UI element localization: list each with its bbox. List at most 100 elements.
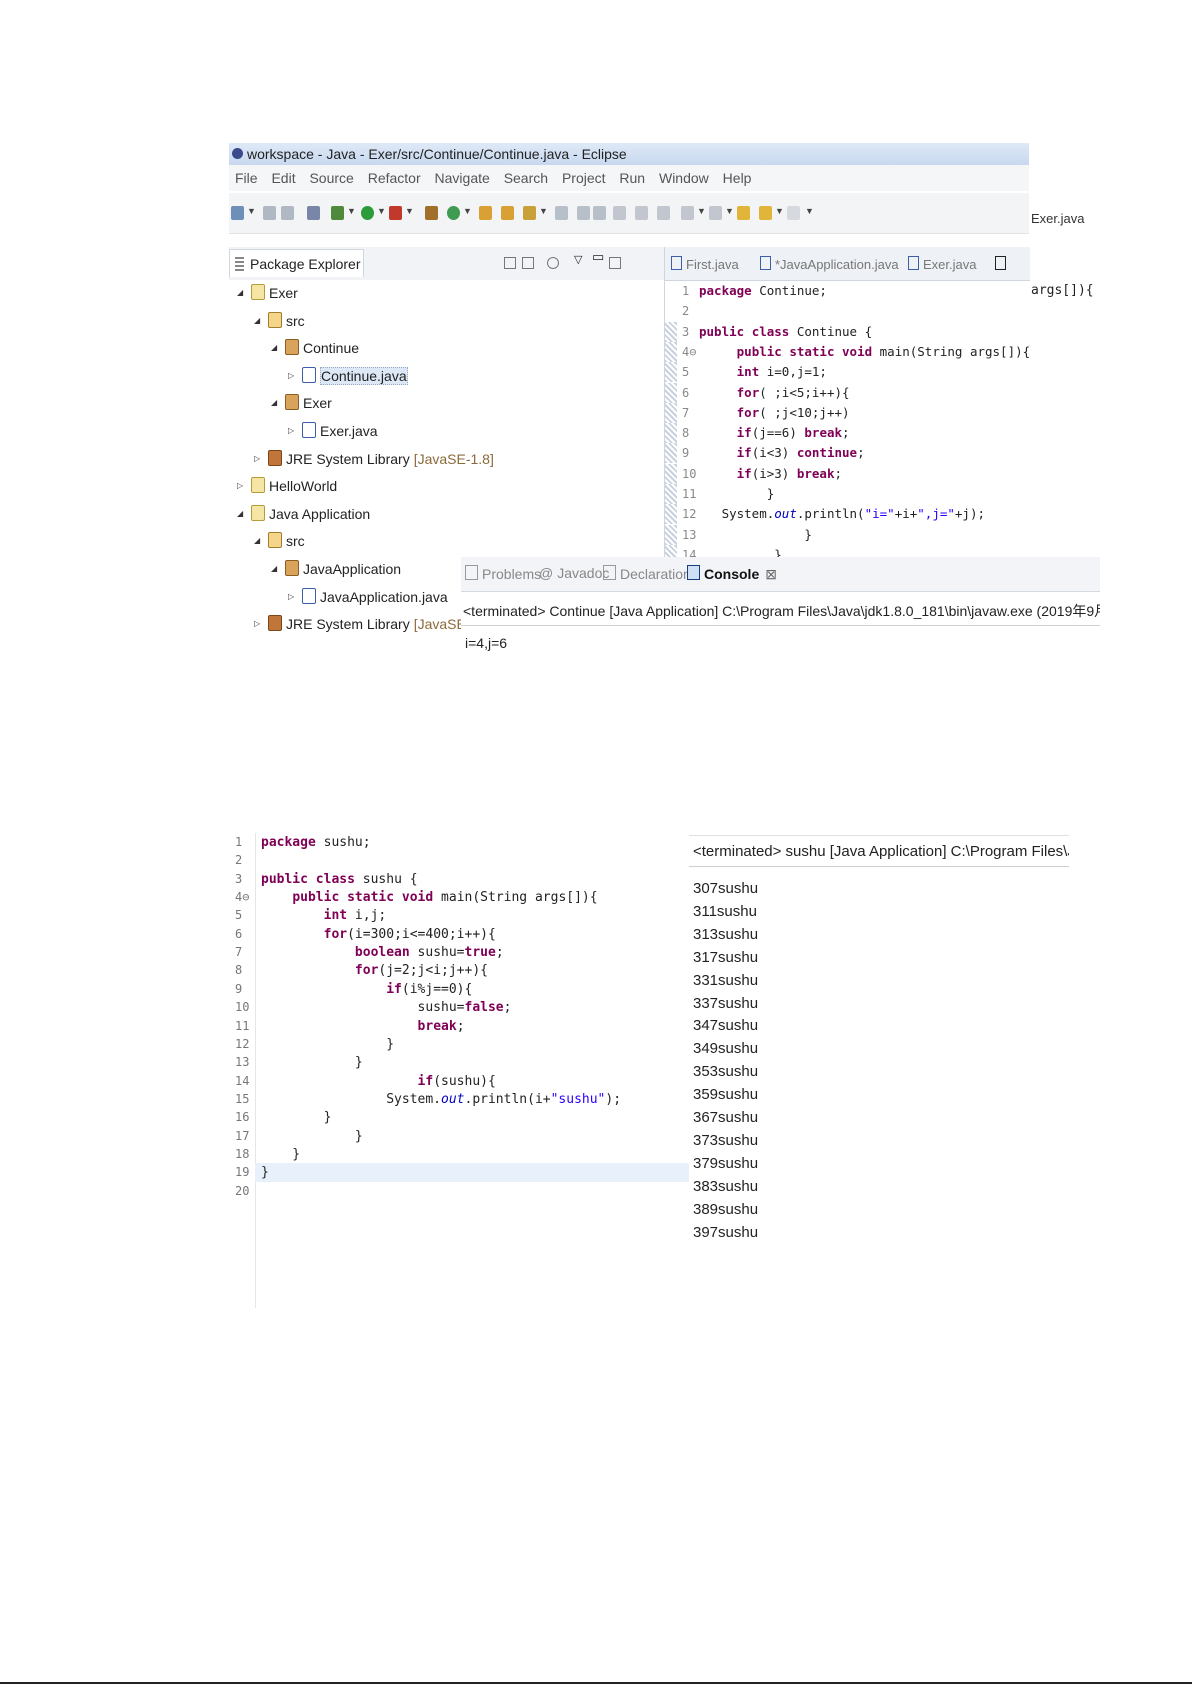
line-number: 9 <box>682 446 690 461</box>
collapsed-twisty-icon[interactable]: ▷ <box>288 591 295 601</box>
chevron-down-icon[interactable]: ▼ <box>347 206 356 216</box>
expanded-twisty-icon[interactable]: ◢ <box>271 343 278 353</box>
chevron-down-icon[interactable]: ▼ <box>405 206 414 216</box>
menu-project[interactable]: Project <box>561 170 606 186</box>
save-icon[interactable] <box>263 206 276 220</box>
forward-icon[interactable] <box>787 206 800 220</box>
chevron-down-icon[interactable]: ▼ <box>539 206 548 216</box>
collapsed-twisty-icon[interactable]: ▷ <box>288 426 295 435</box>
tree-item[interactable]: ▷JRE System Library[JavaSE-1.8] <box>254 446 494 472</box>
save-all-icon[interactable] <box>281 206 294 220</box>
chevron-down-icon[interactable]: ▼ <box>463 206 472 216</box>
menu-refactor[interactable]: Refactor <box>367 170 421 186</box>
code-line: if(i<3) continue; <box>736 445 865 461</box>
pen-icon[interactable] <box>577 206 590 220</box>
tree-item[interactable]: ◢src <box>254 308 305 334</box>
collapsed-twisty-icon[interactable]: ▷ <box>254 619 261 629</box>
pin-icon[interactable] <box>681 206 694 220</box>
chevron-down-icon[interactable]: ▼ <box>775 206 784 216</box>
line-number-gutter <box>229 833 256 1308</box>
new-icon[interactable] <box>231 206 244 220</box>
collapsed-twisty-icon[interactable]: ▷ <box>237 481 244 491</box>
tab-first-java[interactable]: First.java <box>671 256 739 272</box>
library-icon <box>268 615 282 632</box>
tree-item[interactable]: ◢src <box>254 528 305 554</box>
tree-item[interactable]: ▷Continue.java <box>288 363 408 389</box>
open-folder-icon[interactable] <box>479 206 492 220</box>
link-editor-icon[interactable] <box>522 257 534 269</box>
open-file-icon[interactable] <box>501 206 514 220</box>
tab-declaration[interactable]: Declaration <box>603 565 691 582</box>
tree-item-label: JRE System Library <box>286 616 410 633</box>
menu-edit[interactable]: Edit <box>271 170 296 186</box>
new-class-icon[interactable] <box>447 206 460 220</box>
last-edit-icon[interactable] <box>737 206 750 220</box>
tab-continue-java[interactable] <box>995 256 1010 272</box>
whitespace-icon[interactable] <box>635 206 648 220</box>
chevron-down-icon[interactable]: ▼ <box>377 206 386 216</box>
close-icon[interactable]: ⊠ <box>765 566 777 582</box>
expanded-twisty-icon[interactable]: ◢ <box>254 536 261 546</box>
back-icon[interactable] <box>759 206 772 220</box>
overlapping-editor-fragment: Exer.java args[]){ <box>1029 143 1100 313</box>
project-icon <box>251 504 265 521</box>
tab-problems[interactable]: Problems <box>465 565 541 582</box>
menu-help[interactable]: Help <box>722 170 752 186</box>
minimize-icon[interactable]: ▭ <box>592 249 605 264</box>
search-icon[interactable] <box>523 206 536 220</box>
tree-item[interactable]: ◢JavaApplication <box>271 556 401 582</box>
menu-search[interactable]: Search <box>503 170 549 186</box>
menu-run[interactable]: Run <box>619 170 646 186</box>
console-output-line: 317sushu <box>693 948 759 966</box>
line-number: 1 <box>682 284 690 298</box>
annotation-icon[interactable] <box>593 206 606 220</box>
expanded-twisty-icon[interactable]: ◢ <box>237 288 244 297</box>
tab-javadoc[interactable]: @Javadoc <box>539 565 609 581</box>
tab-console[interactable]: Console⊠ <box>687 565 777 583</box>
editor-tab-exer-java-fragment[interactable]: Exer.java <box>1031 211 1085 226</box>
menu-navigate[interactable]: Navigate <box>434 170 490 186</box>
collapsed-twisty-icon[interactable]: ▷ <box>288 370 295 380</box>
tree-item[interactable]: ▷ HelloWorld <box>237 473 337 499</box>
tree-item-label: HelloWorld <box>269 478 338 495</box>
java-file-icon <box>671 256 682 270</box>
collapse-all-icon[interactable] <box>504 257 516 269</box>
collapsed-twisty-icon[interactable]: ▷ <box>254 453 261 463</box>
console-icon <box>687 565 700 580</box>
menu-source[interactable]: Source <box>309 170 354 186</box>
menu-file[interactable]: File <box>235 170 258 186</box>
open-type-icon[interactable] <box>307 206 320 220</box>
run-icon[interactable] <box>361 206 374 220</box>
chevron-down-icon[interactable]: ▼ <box>805 206 814 216</box>
expanded-twisty-icon[interactable]: ◢ <box>271 564 278 573</box>
tab-javaapplication-java[interactable]: *JavaApplication.java <box>760 256 899 272</box>
expanded-twisty-icon[interactable]: ◢ <box>237 508 244 518</box>
block-selection-icon[interactable] <box>613 206 626 220</box>
toggle-mark-icon[interactable] <box>555 206 568 220</box>
new-package-icon[interactable] <box>425 206 438 220</box>
prev-annotation-icon[interactable] <box>709 206 722 220</box>
expanded-twisty-icon[interactable]: ◢ <box>271 398 278 408</box>
chevron-down-icon[interactable]: ▼ <box>247 206 256 216</box>
debug-icon[interactable] <box>331 206 344 220</box>
tree-item[interactable]: ▷JavaApplication.java <box>288 584 448 610</box>
maximize-icon[interactable] <box>609 257 621 269</box>
chevron-down-icon[interactable]: ▼ <box>725 206 734 216</box>
tree-item[interactable]: ◢Exer <box>237 280 298 306</box>
menu-window[interactable]: Window <box>658 170 709 186</box>
external-tools-icon[interactable] <box>389 206 402 220</box>
declaration-icon <box>603 565 616 580</box>
next-annotation-icon[interactable] <box>657 206 670 220</box>
tree-item[interactable]: ◢Exer <box>271 390 332 416</box>
tab-exer-java[interactable]: Exer.java <box>908 256 976 272</box>
tree-item[interactable]: ◢Java Application <box>237 501 370 527</box>
tree-item[interactable]: ▷Exer.java <box>288 418 378 444</box>
tree-item[interactable]: ◢Continue <box>271 335 359 361</box>
focus-icon[interactable] <box>547 257 559 269</box>
tab-package-explorer[interactable]: Package Explorer ⊠ <box>229 249 364 300</box>
tree-item[interactable]: ▷JRE System Library[JavaSE-1.8] <box>254 611 494 637</box>
chevron-down-icon[interactable]: ▼ <box>697 206 706 216</box>
expanded-twisty-icon[interactable]: ◢ <box>254 315 261 325</box>
view-menu-icon[interactable]: ▽ <box>574 254 583 266</box>
